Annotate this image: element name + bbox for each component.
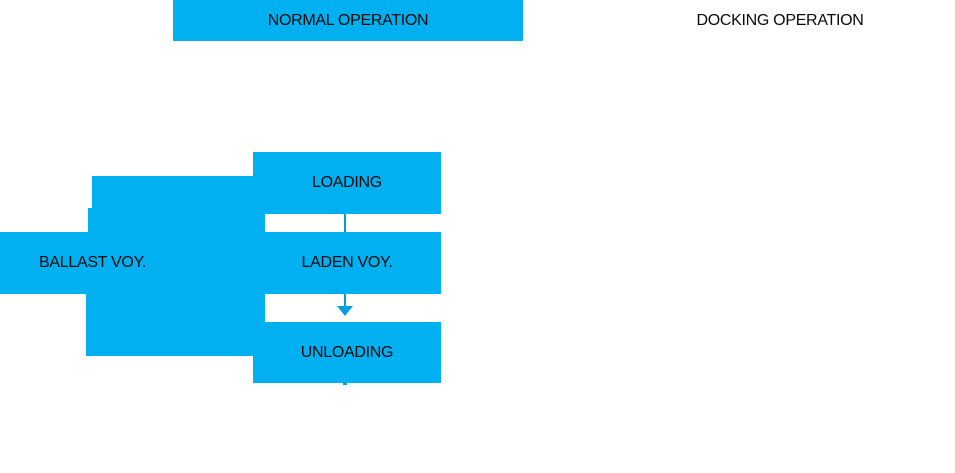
connector-loading-to-laden-line [344,214,346,232]
node-laden-voy: LADEN VOY. [253,232,441,294]
connector-below-unloading-stub [343,383,347,385]
normal-operation-label: NORMAL OPERATION [267,11,429,29]
node-unloading: UNLOADING [253,322,441,383]
normal-operation-header: NORMAL OPERATION [173,0,523,41]
node-laden-voy-label: LADEN VOY. [301,254,393,271]
node-ballast-voy-label: BALLAST VOY. [39,254,146,271]
connector-laden-to-unloading-line [344,294,346,307]
docking-operation-label: DOCKING OPERATION [696,11,864,29]
arrow-down-icon [337,306,353,316]
docking-operation-header: DOCKING OPERATION [630,0,930,41]
cycle-loop-block-middle [88,208,265,233]
node-loading-label: LOADING [312,174,382,191]
node-loading: LOADING [253,152,441,214]
node-unloading-label: UNLOADING [300,343,394,361]
node-ballast-voy: BALLAST VOY. [0,232,185,294]
